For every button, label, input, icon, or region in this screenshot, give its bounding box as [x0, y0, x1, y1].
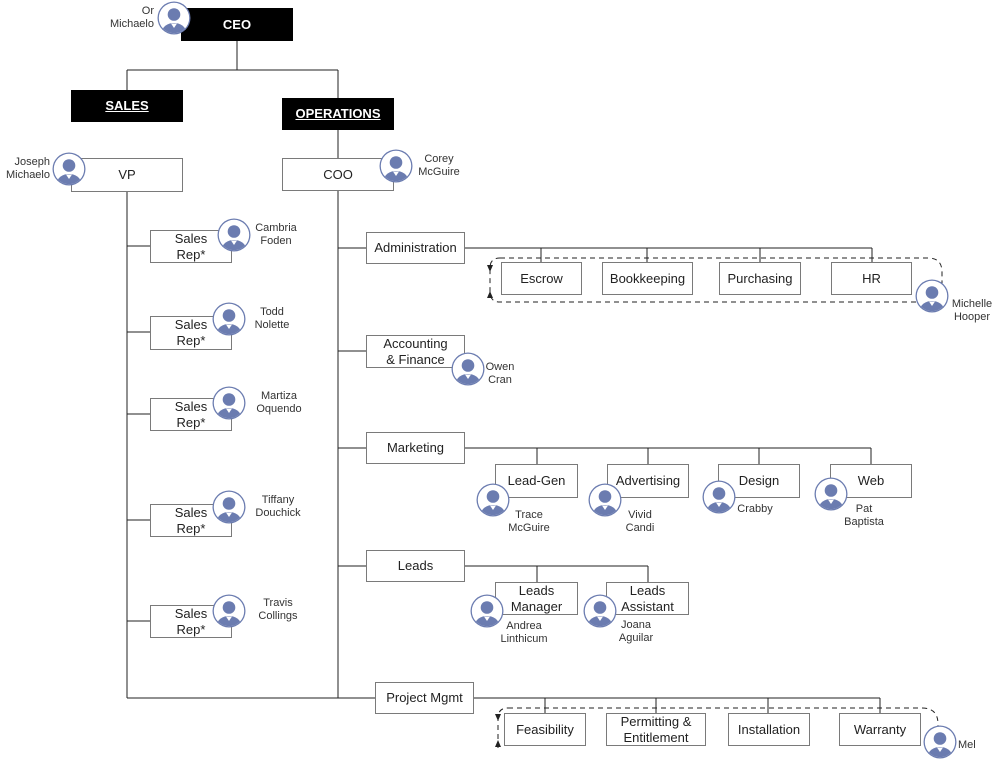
person-name: Tiffany Douchick [255, 494, 301, 519]
arrow-down-icon [487, 265, 493, 272]
escrow-box: Escrow [501, 262, 582, 295]
person-avatar-icon [814, 477, 848, 511]
accounting-finance-box: Accounting & Finance [366, 335, 465, 368]
person-name: Owen Cran [485, 361, 515, 386]
arrow-up-icon [495, 740, 501, 747]
person-avatar-icon [583, 594, 617, 628]
person-name: Todd Nolette [254, 306, 290, 331]
installation-box: Installation [728, 713, 810, 746]
feasibility-box: Feasibility [504, 713, 586, 746]
person-avatar-icon [212, 594, 246, 628]
person-avatar-icon [915, 279, 949, 313]
vp-box: VP [71, 158, 183, 192]
leads-assistant-box: Leads Assistant [606, 582, 689, 615]
person-avatar-icon [451, 352, 485, 386]
person-name: Pat Baptista [844, 503, 884, 528]
person-avatar-icon [212, 386, 246, 420]
ceo-box: CEO [181, 8, 293, 41]
project-mgmt-box: Project Mgmt [375, 682, 474, 714]
purchasing-box: Purchasing [719, 262, 801, 295]
administration-box: Administration [366, 232, 465, 264]
lead-gen-box: Lead-Gen [495, 464, 578, 498]
sales-header: SALES [71, 90, 183, 122]
person-name: Cambria Foden [255, 222, 297, 247]
leads-box: Leads [366, 550, 465, 582]
person-avatar-icon [588, 483, 622, 517]
person-avatar-icon [476, 483, 510, 517]
sales-rep-box: Sales Rep* [150, 504, 232, 537]
coo-box: COO [282, 158, 394, 191]
arrow-up-icon [487, 291, 493, 298]
person-name: Vivid Candi [625, 509, 655, 534]
person-name: Joana Aguilar [618, 619, 654, 644]
person-name: Or Michaelo [109, 5, 154, 30]
warranty-box: Warranty [839, 713, 921, 746]
person-name: Trace McGuire [508, 509, 550, 534]
person-avatar-icon [379, 149, 413, 183]
person-name: Joseph Michaelo [5, 156, 50, 181]
person-avatar-icon [923, 725, 957, 759]
person-avatar-icon [157, 1, 191, 35]
operations-header: OPERATIONS [282, 98, 394, 130]
person-avatar-icon [212, 302, 246, 336]
person-name: Mel [958, 739, 976, 751]
person-name: Corey McGuire [418, 153, 460, 178]
hr-box: HR [831, 262, 912, 295]
person-name: Travis Collings [258, 597, 298, 622]
person-name: Andrea Linthicum [500, 620, 548, 645]
person-name: Crabby [737, 503, 773, 515]
bookkeeping-box: Bookkeeping [602, 262, 693, 295]
person-avatar-icon [52, 152, 86, 186]
person-name: Martiza Oquendo [256, 390, 302, 415]
marketing-box: Marketing [366, 432, 465, 464]
arrow-down-icon [495, 714, 501, 721]
person-avatar-icon [702, 480, 736, 514]
sales-rep-box: Sales Rep* [150, 230, 232, 263]
person-name: Michelle Hooper [951, 298, 993, 323]
advertising-box: Advertising [607, 464, 689, 498]
leads-manager-box: Leads Manager [495, 582, 578, 615]
person-avatar-icon [217, 218, 251, 252]
person-avatar-icon [470, 594, 504, 628]
permitting-entitlement-box: Permitting & Entitlement [606, 713, 706, 746]
person-avatar-icon [212, 490, 246, 524]
